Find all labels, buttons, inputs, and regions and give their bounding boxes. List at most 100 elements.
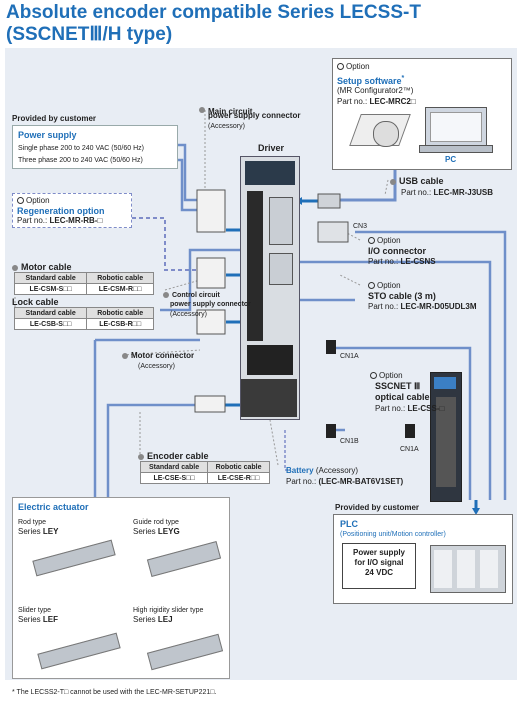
series-label: Series [133,615,156,624]
series-label: Series [18,615,41,624]
encoder-cable-name: Encoder cable [147,451,209,461]
actuator-type: Guide rod type [133,519,179,526]
driver-terminal-block [247,191,263,341]
leader-dot [199,106,205,113]
regeneration-title: Regeneration option [17,206,105,216]
part-number: LEC-MR-RB-□ [49,216,103,225]
control-circuit-label: Control circuit [163,291,220,300]
option-icon [368,282,375,290]
option-label: Option [379,371,403,380]
motor-connector-name: Motor connector [131,351,195,360]
option-label: Option [377,236,401,245]
option-icon [370,372,377,380]
control-circuit-line1: Control circuit [172,292,220,299]
series-model: LEJ [157,615,173,624]
cn1a-right-label: CN1A [400,446,419,453]
option-icon [17,197,24,205]
setup-software-part: Part no.: LEC-MRC2□ [337,97,416,107]
controller-ports [436,397,456,487]
io-power-line1: Power supply [352,548,405,557]
electric-actuator-title: Electric actuator [18,502,89,512]
leader-dot [163,292,169,299]
footnote-mark: * [401,75,405,82]
actuator-series: Series LEJ [133,615,173,625]
actuator-series: Series LEYG [133,527,180,537]
part-prefix: Part no.: [368,302,399,311]
option-icon [368,237,375,245]
series-label: Series [133,527,156,536]
control-circuit-sub: (Accessory) [170,311,207,318]
part-prefix: Part no.: [17,216,48,225]
motor-connector-sub: (Accessory) [138,363,175,370]
part-number: LEC-MR-D05UDL3M [400,302,477,311]
driver-label: Driver [258,143,285,153]
controller-unit [430,372,462,502]
driver-cn3-port [269,197,293,245]
plc-box: PLC (Positioning unit/Motion controller)… [333,514,513,604]
pc-monitor-icon [425,107,487,147]
leader-dot [138,453,144,460]
sto-cable-part: Part no.: LEC-MR-D05UDL3M [368,302,476,312]
electric-actuator-box: Electric actuator Rod type Series LEY Gu… [12,497,230,679]
regeneration-option-label: Option [17,196,50,206]
power-supply-three: Three phase 200 to 240 VAC (50/60 Hz) [18,157,143,164]
actuator-type: Rod type [18,519,47,526]
driver-display [245,161,295,185]
control-circuit-line2: power supply connector [170,301,251,308]
table-header: Robotic cable [86,272,154,284]
provided-by-customer-top: Provided by customer [12,114,97,123]
leader-dot [12,264,18,271]
page-title: Absolute encoder compatible Series LECSS… [6,2,421,23]
part-number: LE-CSS-□ [407,404,445,413]
controller-display [434,377,456,389]
usb-cable-part: Part no.: LEC-MR-J3USB [401,188,493,198]
table-cell: LE-CSM-S□□ [13,283,88,295]
power-supply-single: Single phase 200 to 240 VAC (50/60 Hz) [18,145,144,152]
table-cell: LE-CSM-R□□ [86,283,154,295]
battery-part: Part no.: (LEC-MR-BAT6V1SET) [286,477,403,487]
cn1b-label: CN1B [340,438,359,445]
main-circuit-label: Main circuit [199,101,252,119]
option-icon [337,63,344,71]
lock-cable-title: Lock cable [12,297,59,307]
option-label: Option [346,62,370,71]
io-connector-part: Part no.: LE-CSNS [368,257,436,267]
driver-unit [240,156,300,420]
power-supply-box: Power supply Single phase 200 to 240 VAC… [12,125,178,169]
series-model: LEYG [157,527,180,536]
part-number: LEC-MR-J3USB [433,188,494,197]
driver-heatsink [241,379,297,417]
part-prefix: Part no.: [368,257,399,266]
cn3-label: CN3 [353,223,368,230]
main-circuit-line2: power supply connector [208,111,301,120]
usb-cable-name: USB cable [399,176,444,186]
table-cell: LE-CSE-R□□ [207,472,270,484]
motor-connector-label: Motor connector [122,351,194,361]
option-label: Option [26,196,50,205]
encoder-cable-title: Encoder cable [138,451,209,462]
actuator-type: Slider type [18,607,52,614]
table-header: Standard cable [139,461,209,473]
io-power-line3: 24 VDC [364,568,393,577]
part-prefix: Part no.: [401,188,432,197]
regeneration-part: Part no.: LEC-MR-RB-□ [17,216,102,226]
provided-by-customer-bottom: Provided by customer [335,503,420,512]
option-label: Option [377,281,401,290]
plc-title: PLC [340,519,358,529]
battery-label: Battery (Accessory) [286,466,358,476]
guide-rod-actuator-image [146,540,222,578]
part-prefix: Part no.: [337,97,368,106]
main-circuit-sub: (Accessory) [208,123,245,130]
series-label: Series [18,527,41,536]
regeneration-option-box: Option Regeneration option Part no.: LEC… [12,193,132,228]
series-model: LEY [42,527,59,536]
sscnet-name-line2: optical cable [375,392,430,402]
motor-cable-name: Motor cable [21,262,72,272]
sscnet-name-line1: SSCNET Ⅲ [375,381,421,391]
page-subtitle: (SSCNETⅢ/H type) [6,24,173,45]
sto-cable-name: STO cable (3 m) [368,291,436,301]
leader-dot [122,352,128,359]
table-header: Robotic cable [86,307,154,319]
